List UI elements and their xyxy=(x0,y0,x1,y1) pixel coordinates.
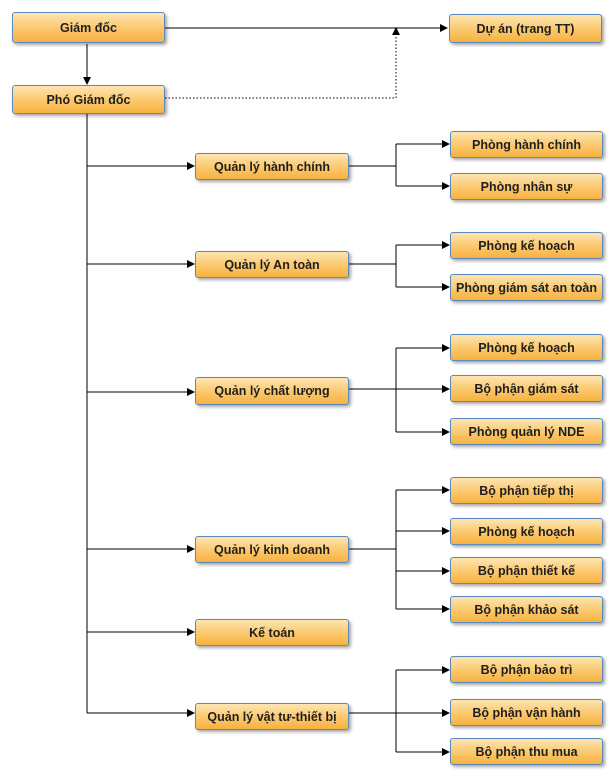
node-business-mgmt: Quản lý kinh doanh xyxy=(195,536,349,563)
node-quality-supervision: Bộ phận giám sát xyxy=(450,375,603,402)
node-admin-mgmt: Quản lý hành chính xyxy=(195,153,349,180)
node-quality-planning: Phòng kế hoạch xyxy=(450,334,603,361)
node-accounting: Kế toán xyxy=(195,619,349,646)
node-safety-mgmt: Quản lý An toàn xyxy=(195,251,349,278)
node-safety-planning: Phòng kế hoạch xyxy=(450,232,603,259)
node-purchasing: Bộ phận thu mua xyxy=(450,738,603,765)
node-supply-mgmt: Quản lý vật tư-thiết bị xyxy=(195,703,349,730)
node-admin-office: Phòng hành chính xyxy=(450,131,603,158)
node-hr-office: Phòng nhân sự xyxy=(450,173,603,200)
node-director: Giám đốc xyxy=(12,12,165,43)
node-business-planning: Phòng kế hoạch xyxy=(450,518,603,545)
node-safety-supervision: Phòng giám sát an toàn xyxy=(450,274,603,301)
node-maintenance: Bộ phận bảo trì xyxy=(450,656,603,683)
node-quality-mgmt: Quản lý chất lượng xyxy=(195,377,349,405)
connector-deputy-project-dotted xyxy=(165,27,400,99)
node-survey: Bộ phận khảo sát xyxy=(450,596,603,623)
node-marketing: Bộ phận tiếp thị xyxy=(450,477,603,504)
node-nde-office: Phòng quản lý NDE xyxy=(450,418,603,445)
node-project: Dự án (trang TT) xyxy=(449,14,602,43)
node-design: Bộ phận thiết kế xyxy=(450,557,603,584)
node-operations: Bộ phận vận hành xyxy=(450,699,603,726)
node-deputy: Phó Giám đốc xyxy=(12,85,165,114)
